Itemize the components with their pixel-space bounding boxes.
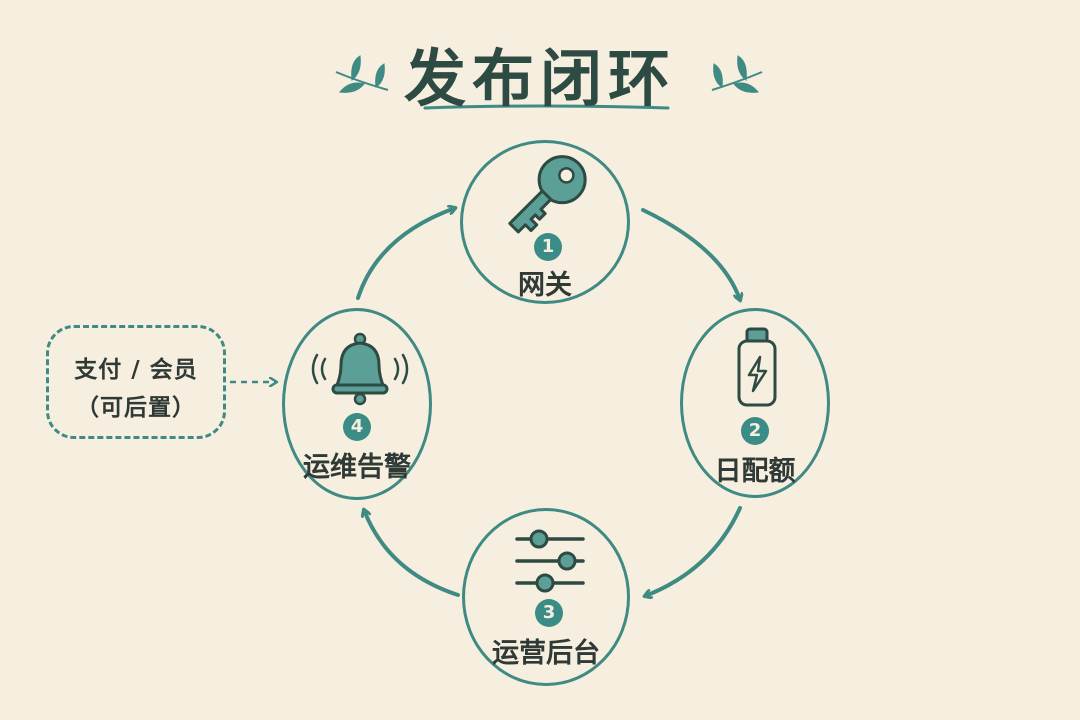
page-title: 发布闭环: [403, 42, 676, 115]
bell-icon: [311, 332, 409, 406]
title-underline: [423, 104, 670, 110]
node-label-ops-console: 运营后台: [492, 638, 600, 669]
optional-payment-text: 支付 / 会员: [74, 357, 198, 383]
node-daily-quota: 2 日配额: [680, 308, 830, 498]
battery-icon: [737, 327, 777, 407]
sliders-icon: [515, 529, 585, 593]
arrow-4-to-1: [356, 208, 455, 300]
optional-payment-box: 支付 / 会员 （可后置）: [46, 325, 226, 439]
step-number-2: 2: [741, 417, 769, 445]
step-number-3: 3: [535, 599, 563, 627]
node-ops-console: 3 运营后台: [462, 508, 630, 686]
key-icon: [508, 155, 587, 234]
arrow-1-to-2: [641, 208, 740, 300]
node-label-ops-alert: 运维告警: [303, 452, 411, 483]
node-ops-alert: 4 运维告警: [282, 308, 432, 500]
step-number-4: 4: [343, 413, 371, 441]
node-gateway: 1 网关: [460, 140, 630, 304]
leaf-decoration-left: [335, 55, 389, 93]
arrow-3-to-4: [364, 510, 460, 597]
optional-postpone-text: （可后置）: [76, 395, 196, 421]
arrow-2-to-3: [645, 506, 742, 596]
node-label-gateway: 网关: [518, 270, 572, 301]
leaf-decoration-right: [711, 55, 763, 93]
step-number-1: 1: [534, 233, 562, 261]
node-label-daily-quota: 日配额: [714, 456, 796, 487]
